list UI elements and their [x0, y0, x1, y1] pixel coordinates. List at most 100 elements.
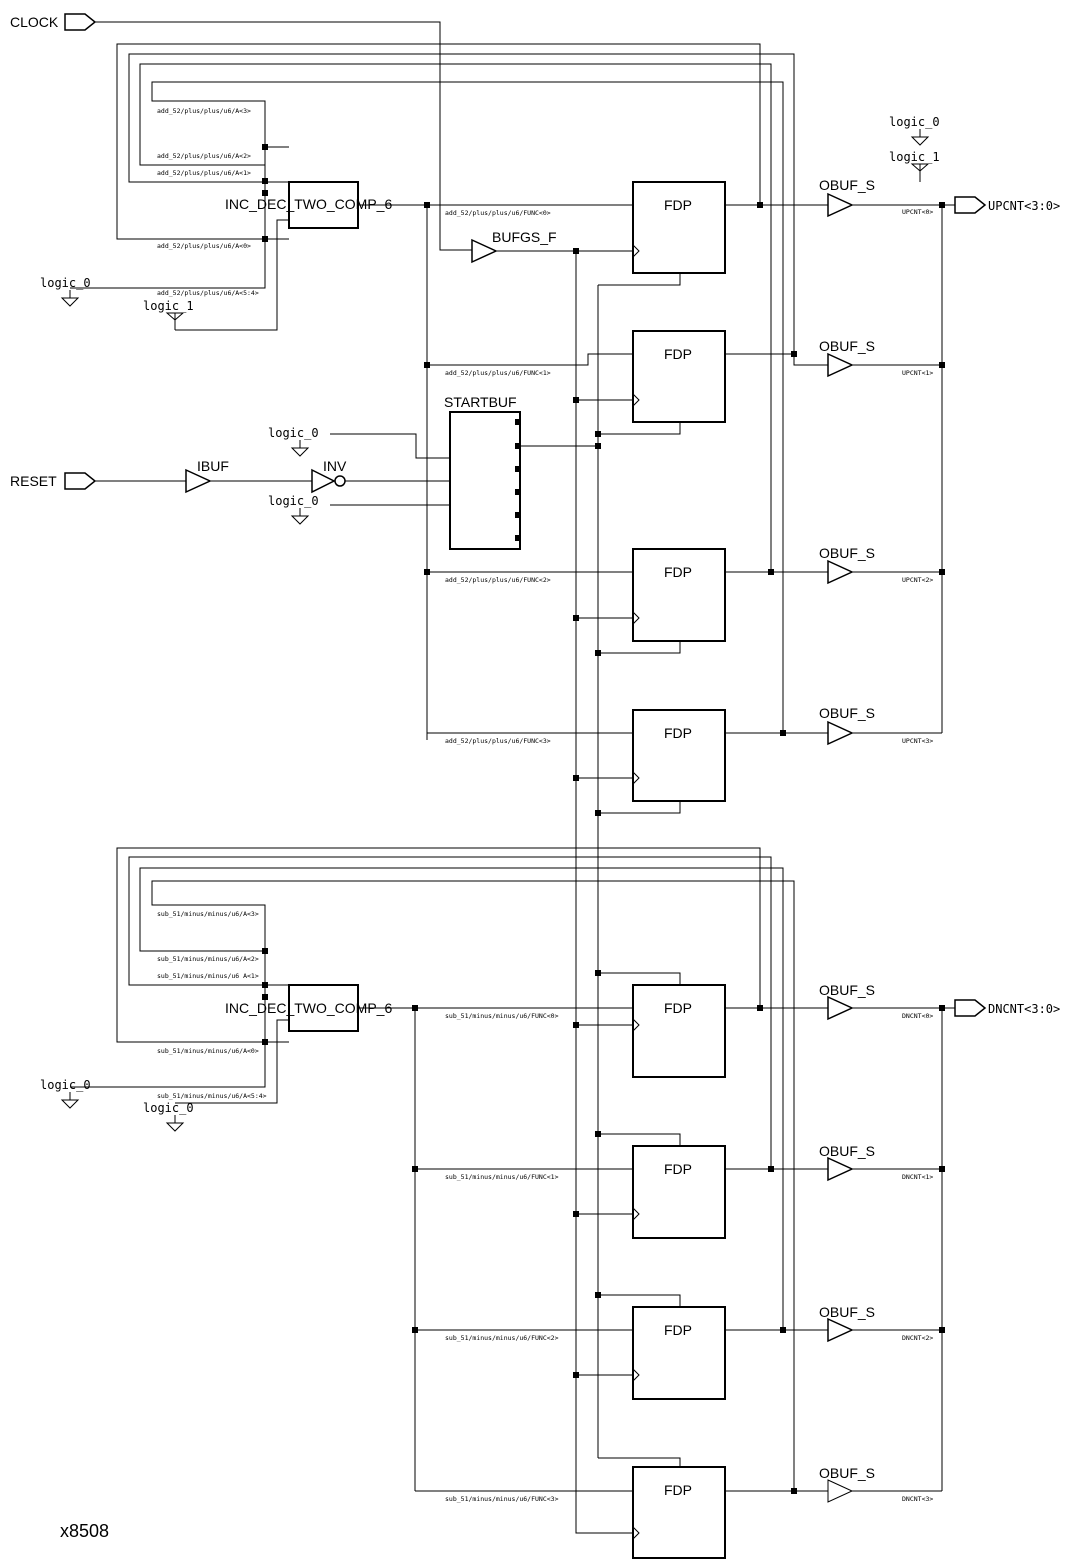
fdp-1: FDP: [632, 330, 726, 423]
net-label-a54-bottom: sub_51/minus/minus/u6/A<5:4>: [157, 1092, 267, 1100]
obuf-top-2-label: OBUF_S: [819, 545, 875, 561]
power-icon: [165, 312, 185, 321]
clock-port: CLOCK: [10, 13, 97, 31]
gclk-branches: [576, 399, 633, 1376]
net-label-upcnt0: UPCNT<0>: [902, 208, 933, 216]
net-label-a1-bottom: sub_51/minus/minus/u6 A<1>: [157, 972, 259, 980]
fdp-0-label: FDP: [664, 197, 692, 213]
net-label-upcnt1: UPCNT<1>: [902, 369, 933, 377]
fdp-3: FDP: [632, 709, 726, 802]
net-label-dncnt3: DNCNT<3>: [902, 1495, 933, 1503]
fdp-0-box: [632, 181, 726, 274]
reset-port-label: RESET: [10, 473, 57, 489]
fdp-4: FDP: [632, 984, 726, 1078]
net-label-func3-top: add_52/plus/plus/u6/FUNC<3>: [445, 737, 551, 745]
net-label-func1-top: add_52/plus/plus/u6/FUNC<1>: [445, 369, 551, 377]
inv-label: INV: [323, 458, 347, 474]
fdp-1-label: FDP: [664, 346, 692, 362]
reset-fdp6: [598, 1294, 681, 1307]
logic1-top-net: [175, 219, 289, 331]
logic0-label-a: logic_0: [268, 426, 319, 440]
logic0-top: logic_0: [40, 276, 91, 307]
ibuf-label: IBUF: [197, 458, 229, 474]
bufgs-label: BUFGS_F: [492, 229, 557, 245]
logic0-bottom-b: logic_0: [143, 1101, 194, 1132]
inv-gate: INV: [311, 458, 347, 494]
obuf-bottom-3-label: OBUF_S: [819, 1465, 875, 1481]
inc-dec-top-label: INC_DEC_TWO_COMP_6: [225, 196, 392, 212]
bufgs-icon: [471, 238, 498, 264]
logic0-startbuf-b: logic_0: [268, 494, 319, 525]
net-label-a1-top: add_52/plus/plus/u6/A<1>: [157, 169, 251, 177]
fdp-2-label: FDP: [664, 564, 692, 580]
figure-id: x8508: [60, 1521, 109, 1541]
fdp-4-box: [632, 984, 726, 1078]
fb-a3-top: [151, 81, 784, 733]
net-label-a2-top: add_52/plus/plus/u6/A<2>: [157, 152, 251, 160]
net-label-dncnt1: DNCNT<1>: [902, 1173, 933, 1181]
obuf-top-2: OBUF_S: [819, 545, 875, 585]
fb-a0-bottom: [116, 847, 761, 1043]
net-label-func2-top: add_52/plus/plus/u6/FUNC<2>: [445, 576, 551, 584]
net-label-upcnt2: UPCNT<2>: [902, 576, 933, 584]
upcnt-port: UPCNT<3:0>: [954, 196, 1060, 214]
reset-fdp3-top: [598, 801, 681, 814]
startbuf-label: STARTBUF: [444, 394, 517, 410]
func1-top-net: [427, 353, 633, 366]
obuf-bottom-2: OBUF_S: [819, 1304, 875, 1343]
reset-fdp4: [598, 972, 681, 985]
clock-pin-icon: [632, 1368, 640, 1382]
upcnt-port-label: UPCNT<3:0>: [988, 199, 1060, 213]
fdp-7: FDP: [632, 1466, 726, 1559]
fb-a2-top: [139, 63, 772, 572]
fb-a1-top: [128, 53, 795, 354]
obuf-icon: [827, 559, 854, 585]
net-label-upcnt3: UPCNT<3>: [902, 737, 933, 745]
fdp-5: FDP: [632, 1145, 726, 1239]
gclk-vertical: [575, 251, 633, 1534]
fb-a1-bottom: [128, 856, 772, 1169]
clock-pin-icon: [632, 393, 640, 407]
fdp-2: FDP: [632, 548, 726, 642]
net-label-a0-bottom: sub_51/minus/minus/u6/A<0>: [157, 1047, 259, 1055]
inv-bubble-icon: [334, 475, 346, 487]
fdp-2-box: [632, 548, 726, 642]
reset-fdp2-top: [598, 641, 681, 654]
a54-top: [70, 239, 266, 289]
reset-port: RESET: [10, 472, 97, 490]
fdp-5-box: [632, 1145, 726, 1239]
fb-a3-bottom: [151, 880, 795, 1491]
logic0-bottom-net: [175, 1019, 289, 1104]
obuf-top-3: OBUF_S: [819, 705, 875, 746]
fdp-5-label: FDP: [664, 1161, 692, 1177]
obuf-icon: [827, 192, 854, 218]
clock-pin-icon: [632, 1018, 640, 1032]
net-label-a3-top: add_52/plus/plus/u6/A<3>: [157, 107, 251, 115]
dncnt-port: DNCNT<3:0>: [954, 999, 1060, 1017]
net-label-dncnt2: DNCNT<2>: [902, 1334, 933, 1342]
bufgs-buffer: BUFGS_F: [471, 229, 557, 264]
clock-net: [95, 21, 472, 251]
obuf-icon: [827, 995, 854, 1021]
reset-fdp1-top: [598, 422, 681, 435]
inc-dec-top: INC_DEC_TWO_COMP_6: [225, 181, 392, 229]
logic0-topright-label: logic_0: [889, 115, 940, 129]
reset-fdp0-top: [598, 273, 681, 286]
fdp-6-box: [632, 1306, 726, 1400]
inc-dec-bottom-label: INC_DEC_TWO_COMP_6: [225, 1000, 392, 1016]
startbuf-box: [449, 411, 521, 550]
obuf-bottom-0-label: OBUF_S: [819, 982, 875, 998]
fdp-7-label: FDP: [664, 1482, 692, 1498]
fdp-1-box: [632, 330, 726, 423]
reset-fdp7: [598, 1457, 681, 1467]
net-label-func0-bottom: sub_51/minus/minus/u6/FUNC<0>: [445, 1012, 559, 1020]
net-label-func0-top: add_52/plus/plus/u6/FUNC<0>: [445, 209, 551, 217]
clock-port-icon: [64, 13, 97, 31]
net-label-a0-top: add_52/plus/plus/u6/A<0>: [157, 242, 251, 250]
reset-port-icon: [64, 472, 97, 490]
fdp-3-box: [632, 709, 726, 802]
logic0-startbuf-a: logic_0: [268, 426, 319, 457]
logic1-topright: logic_1: [889, 150, 940, 182]
ground-icon: [910, 136, 930, 146]
